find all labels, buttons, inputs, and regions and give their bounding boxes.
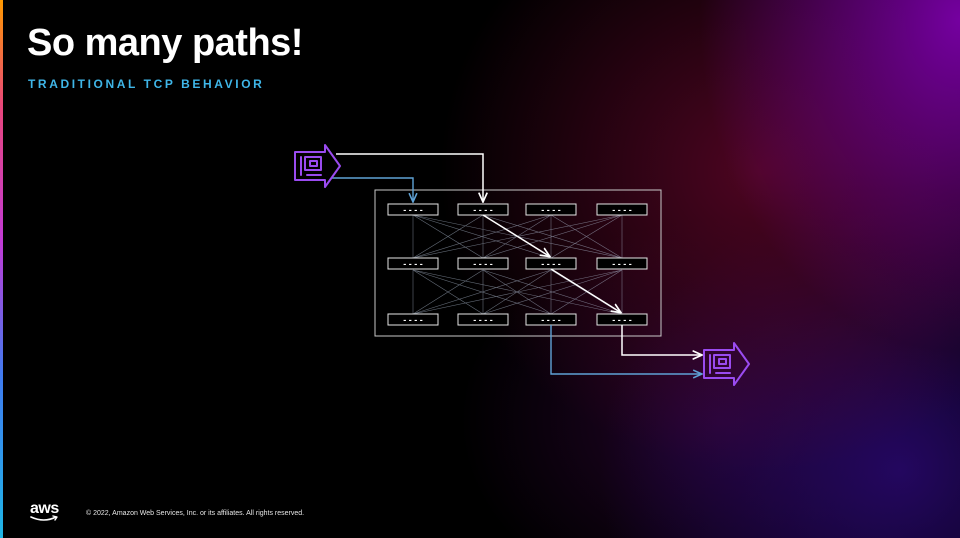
switch: - - - - [387, 257, 439, 270]
switch: - - - - [525, 203, 577, 216]
switch: - - - - [596, 203, 648, 216]
network-card-icon [294, 144, 341, 188]
network-card-icon [703, 342, 750, 386]
copyright-notice: © 2022, Amazon Web Services, Inc. or its… [86, 510, 305, 517]
svg-text:- - - -: - - - - [612, 259, 632, 269]
switch: - - - - [387, 313, 439, 326]
switch: - - - - [525, 257, 577, 270]
svg-text:- - - -: - - - - [403, 205, 423, 215]
slide-subtitle: TRADITIONAL TCP BEHAVIOR [28, 77, 265, 91]
svg-text:- - - -: - - - - [541, 259, 561, 269]
mesh-links [412, 214, 623, 315]
aws-logo: aws [30, 500, 59, 517]
switch: - - - - [457, 203, 509, 216]
fabric-frame [374, 189, 662, 337]
svg-text:- - - -: - - - - [473, 205, 493, 215]
switch: - - - - [457, 257, 509, 270]
svg-text:- - - -: - - - - [403, 315, 423, 325]
svg-text:- - - -: - - - - [541, 205, 561, 215]
svg-text:- - - -: - - - - [612, 315, 632, 325]
svg-text:- - - -: - - - - [473, 259, 493, 269]
white-path-out [621, 325, 701, 355]
blue-path-in [332, 177, 413, 201]
white-path-hop-1 [482, 214, 549, 256]
slide-title: So many paths! [27, 22, 303, 64]
white-path-in [336, 153, 483, 201]
accent-edge [0, 0, 3, 538]
svg-text:- - - -: - - - - [612, 205, 632, 215]
svg-text:- - - -: - - - - [473, 315, 493, 325]
aws-smile-icon [30, 515, 58, 521]
switch: - - - - [596, 313, 648, 326]
switch: - - - - [596, 257, 648, 270]
switch: - - - - [457, 313, 509, 326]
svg-text:- - - -: - - - - [541, 315, 561, 325]
white-path-hop-2 [550, 268, 620, 312]
svg-text:- - - -: - - - - [403, 259, 423, 269]
switch: - - - - [525, 313, 577, 326]
switch: - - - - [387, 203, 439, 216]
blue-path-out [550, 325, 701, 374]
